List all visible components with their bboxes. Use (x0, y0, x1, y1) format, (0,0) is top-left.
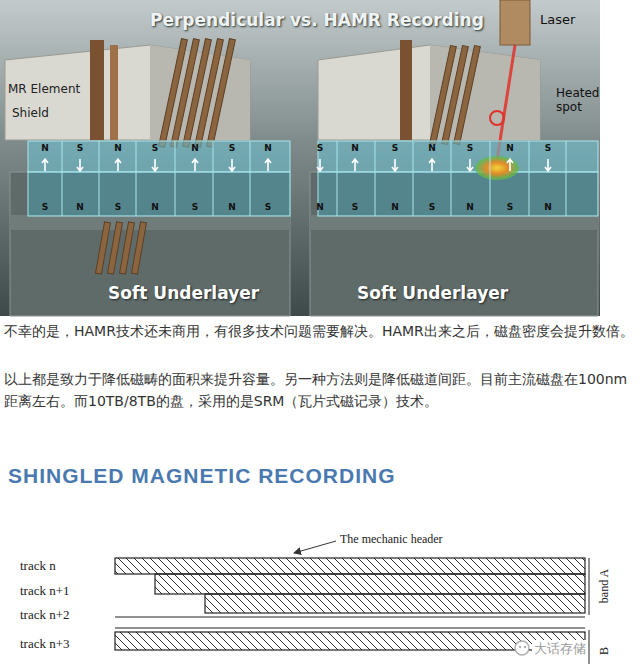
track-label: track n+3 (20, 636, 70, 652)
part-label: MR Element (6, 82, 82, 96)
pole-letter: S (389, 143, 401, 153)
pole-letter: N (504, 143, 516, 153)
layer-label: Soft Underlayer (108, 283, 259, 303)
pole-letter: N (74, 202, 86, 212)
track-label: track n+1 (20, 583, 70, 599)
pole-letter: N (349, 143, 361, 153)
layer-label: Soft Underlayer (357, 283, 508, 303)
pole-letter: N (464, 202, 476, 212)
pole-letter: N (112, 143, 124, 153)
pole-letter: S (74, 143, 86, 153)
part-label: Laser (540, 12, 575, 27)
pole-letter: S (504, 202, 516, 212)
pole-letter: N (314, 202, 326, 212)
paragraph: 以上都是致力于降低磁畴的面积来提升容量。另一种方法则是降低磁道间距。目前主流磁盘… (4, 368, 634, 412)
pole-letter: N (226, 202, 238, 212)
pole-letter: S (542, 143, 554, 153)
pole-letter: S (464, 143, 476, 153)
pole-letter: S (39, 202, 51, 212)
pole-letter: N (262, 143, 274, 153)
watermark: 大话存储 (532, 640, 588, 658)
pole-letter: S (426, 202, 438, 212)
pole-letter: S (349, 202, 361, 212)
pole-letter: S (189, 202, 201, 212)
paragraph: 不幸的是，HAMR技术还未商用，有很多技术问题需要解决。HAMR出来之后，磁盘密… (4, 320, 634, 342)
pole-letter: N (542, 202, 554, 212)
pole-letter: S (262, 202, 274, 212)
pole-letter: S (149, 143, 161, 153)
band-label: B (597, 647, 612, 655)
part-label: Shield (10, 106, 51, 120)
pole-letter: S (226, 143, 238, 153)
pole-letter: N (389, 202, 401, 212)
pole-letter: N (426, 143, 438, 153)
pole-letter: S (112, 202, 124, 212)
callout-label: The mechanic header (340, 532, 443, 547)
pole-letter: N (189, 143, 201, 153)
band-label: band A (597, 569, 612, 603)
diagram-title: Perpendicular vs. HAMR Recording (150, 10, 484, 30)
pole-letter: N (39, 143, 51, 153)
pole-letter: N (149, 202, 161, 212)
track-label: track n+2 (20, 607, 70, 623)
part-label: Heated spot (556, 86, 600, 114)
track-label: track n (20, 558, 56, 574)
section-heading: SHINGLED MAGNETIC RECORDING (8, 464, 396, 488)
pole-letter: S (314, 143, 326, 153)
